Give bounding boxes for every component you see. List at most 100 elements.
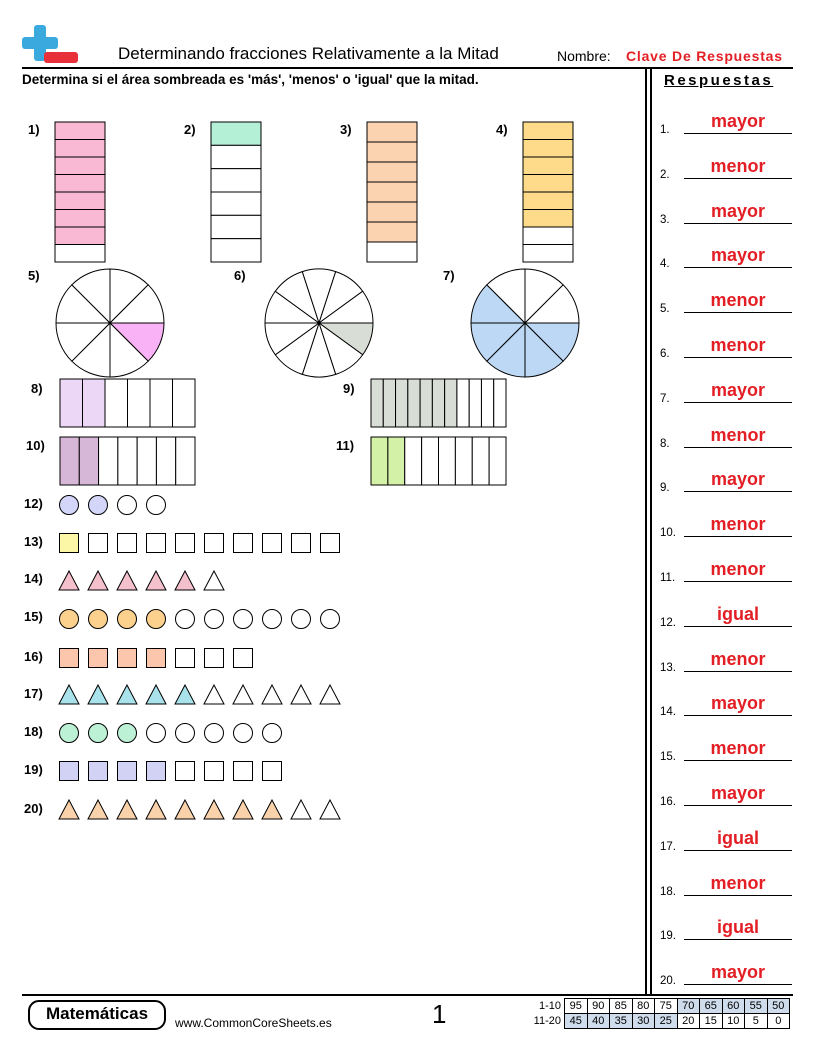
fraction-bar-cell [210,238,262,263]
fraction-bar-cell [366,141,418,163]
triangle-shape [58,798,80,820]
answer-number: 16. [660,796,676,808]
square-shape [59,648,79,668]
problem-label: 3) [340,122,352,137]
answer-value: mayor [710,379,766,400]
circle-shape [233,723,253,743]
fraction-bar-cell [149,378,173,428]
fraction-bar-cell [454,436,473,486]
pie-slice [108,284,165,324]
fraction-bar-cell [127,378,151,428]
answer-line [684,357,792,358]
score-cell: 55 [744,998,768,1014]
triangle-shape [319,683,341,705]
triangle-shape [145,683,167,705]
circle-shape [59,609,79,629]
problem-label: 11) [336,438,355,453]
circle-shape [233,609,253,629]
header-divider [22,67,793,69]
fraction-bar-cell [522,209,574,228]
answer-line [684,401,792,403]
score-cell: 85 [609,998,633,1014]
problem-label: 4) [496,122,508,137]
answer-number: 13. [660,661,676,674]
problem-label: 20) [24,801,43,816]
circle-shape [146,495,166,515]
circle-shape [59,723,79,743]
answer-row: 4.mayor [660,245,792,271]
square-shape [262,533,282,553]
square-shape [320,533,340,553]
problem-label: 5) [28,268,40,283]
fraction-bar-cell [419,378,433,428]
answer-value: mayor [710,469,766,490]
square-shape [175,533,195,553]
answer-value: menor [710,290,766,311]
score-cell: 65 [699,998,723,1014]
answer-value: igual [716,603,759,624]
answer-row: 17.igual [660,828,792,853]
square-shape [117,648,137,668]
answer-row: 11. menor [660,559,792,584]
circle-shape [88,495,108,515]
fraction-bar-cell [54,174,106,193]
problem-label: 1) [28,122,40,137]
score-cell: 80 [631,998,655,1014]
square-shape [291,533,311,553]
fraction-bar-cell [522,191,574,210]
answer-row: 18.menor [660,873,792,898]
fraction-bar-cell [370,436,389,486]
answer-row: 15.menor [660,738,792,763]
answer-number: 11. [660,572,676,584]
triangle-shape [87,683,109,705]
fraction-bar-cell [155,436,177,486]
brand-badge [28,1000,166,1030]
answer-value: menor [710,738,766,759]
answer-value: menor [710,559,766,579]
problem-label: 17) [24,686,43,701]
problem-label: 16) [24,649,43,664]
fraction-bar-cell [172,378,196,428]
score-cell: 70 [676,998,700,1014]
fraction-bar-cell [117,436,138,486]
fraction-bar-cell [421,436,439,486]
answer-line [684,177,792,179]
fraction-bar-cell [407,378,421,428]
triangle-shape [87,569,109,591]
circle-shape [117,723,137,743]
square-shape [88,533,108,553]
circle-shape [88,609,108,629]
answer-value: menor [710,424,766,445]
problem-label: 14) [24,571,43,586]
triangle-shape [116,683,138,705]
answer-number: 4. [660,258,670,271]
triangle-shape [232,798,254,820]
circle-shape [204,723,224,743]
answer-number: 8. [660,437,670,450]
answer-number: 7. [660,392,670,405]
problem-label: 8) [31,381,43,396]
triangle-shape [203,569,225,591]
score-cell: 30 [631,1013,655,1029]
triangle-shape [116,569,138,591]
answer-line [684,536,792,538]
answer-row: 16.mayor [660,783,792,808]
score-cell: 60 [721,998,745,1014]
answer-row: 19.igual [660,917,792,942]
fraction-bar-cell [54,191,106,210]
fraction-bar-cell [54,226,106,245]
fraction-bar-cell [438,436,456,486]
fraction-bar-cell [54,244,106,263]
fraction-bar-cell [210,214,262,240]
website-link[interactable]: www.CommonCoreSheets.es [175,1016,332,1030]
circle-shape [262,723,282,743]
triangle-shape [174,569,196,591]
plus-minus-logo-icon [22,25,78,63]
answer-line [684,133,792,134]
circle-shape [175,723,195,743]
fraction-bar-cell [98,436,119,486]
fraction-bar-cell [382,378,397,428]
circle-shape [59,495,79,515]
score-cell: 45 [564,1013,588,1029]
answer-row: 3.mayor [660,201,792,226]
